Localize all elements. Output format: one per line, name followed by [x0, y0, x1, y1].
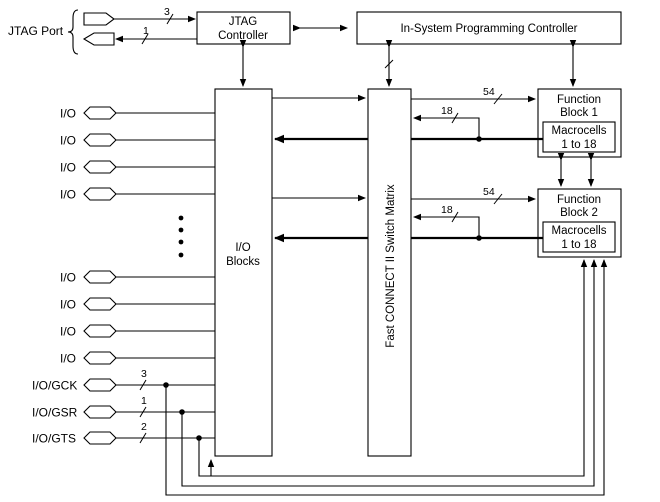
- fb2-feedback-tick: [451, 211, 459, 223]
- ellipsis-dots: [178, 215, 184, 258]
- jtag-output-bus-width: 1: [143, 25, 149, 37]
- switch-matrix-label: Fast CONNECT II Switch Matrix: [385, 184, 397, 348]
- fb1-feedback-bus: [413, 114, 480, 139]
- global-pin-gsr: I/O/GSR 1: [32, 395, 215, 420]
- switch-to-fb1-width: 54: [483, 86, 495, 98]
- io-blocks-block: I/O Blocks: [214, 88, 273, 457]
- jtag-input-pin: [83, 12, 115, 26]
- jtag-port-group: JTAG Port 3 1: [8, 6, 197, 55]
- isp-switch-link-tick: [384, 59, 394, 69]
- io-pin: I/O: [60, 187, 215, 202]
- switch-to-fb2-tick: [493, 193, 503, 205]
- io-pin-label: I/O: [60, 352, 76, 366]
- fb1-feedback-width: 18: [441, 105, 453, 117]
- fb2-macrocells-label-1: Macrocells: [552, 225, 607, 237]
- io-pin: I/O: [60, 351, 215, 366]
- jtag-output-bus-tick: [141, 33, 149, 45]
- global-routing: [163, 259, 608, 496]
- gsr-to-fb-route: [181, 259, 598, 487]
- isp-controller-label: In-System Programming Controller: [400, 23, 577, 35]
- isp-controller-block: In-System Programming Controller: [356, 11, 622, 45]
- io-pin-label: I/O: [60, 134, 76, 148]
- fb1-label-2: Block 1: [560, 107, 598, 119]
- gts-bus-width: 2: [141, 421, 147, 433]
- io-pin: I/O: [60, 160, 215, 175]
- io-pin: I/O: [60, 297, 215, 312]
- global-pin-gck: I/O/GCK 3: [32, 368, 215, 393]
- fb1-macrocells-label-1: Macrocells: [552, 125, 607, 137]
- jtag-input-bus-tick: [166, 13, 174, 25]
- switch-matrix-block: Fast CONNECT II Switch Matrix: [367, 88, 412, 457]
- gck-to-fb-route: [165, 259, 608, 496]
- jtag-controller-block: JTAG Controller: [196, 11, 291, 45]
- io-pin-label: I/O: [60, 188, 76, 202]
- fb2-macrocells-box: [542, 221, 616, 253]
- gts-pin-label: I/O/GTS: [32, 432, 76, 446]
- fb2-feedback-bus: [413, 213, 480, 238]
- gck-bus-width: 3: [141, 368, 147, 380]
- jtag-controller-label-2: Controller: [218, 30, 268, 42]
- io-pin-label: I/O: [60, 161, 76, 175]
- fb2-macrocells-label-2: 1 to 18: [561, 239, 596, 251]
- io-pin-label: I/O: [60, 325, 76, 339]
- fb2-label-1: Function: [557, 194, 601, 206]
- io-pins-upper: I/O I/O I/O I/O: [60, 106, 215, 202]
- global-pin-gts: I/O/GTS 2: [32, 421, 215, 446]
- io-blocks-label-2: Blocks: [226, 256, 260, 268]
- fb1-macrocells-label-2: 1 to 18: [561, 139, 596, 151]
- io-pin-label: I/O: [60, 298, 76, 312]
- io-pin: I/O: [60, 106, 215, 121]
- gts-to-io-route: [198, 438, 215, 477]
- jtag-output-pin: [82, 32, 115, 46]
- fb2-label-2: Block 2: [560, 207, 598, 219]
- jtag-port-brace: [67, 9, 79, 55]
- io-pin-label: I/O: [60, 107, 76, 121]
- gsr-bus-width: 1: [141, 395, 147, 407]
- io-blocks-label-1: I/O: [235, 242, 250, 254]
- switch-to-fb1-tick: [493, 93, 503, 105]
- fb1-macrocells-box: [542, 121, 616, 153]
- jtag-input-bus-width: 3: [164, 6, 170, 18]
- io-pin: I/O: [60, 324, 215, 339]
- jtag-port-label: JTAG Port: [8, 24, 64, 38]
- io-pin-label: I/O: [60, 271, 76, 285]
- fb2-feedback-width: 18: [441, 204, 453, 216]
- function-block-2: Function Block 2 Macrocells 1 to 18: [537, 188, 622, 258]
- jtag-controller-label-1: JTAG: [229, 16, 258, 28]
- fb1-label-1: Function: [557, 94, 601, 106]
- gsr-pin-label: I/O/GSR: [32, 406, 78, 420]
- fb1-feedback-tick: [451, 112, 459, 124]
- function-block-1: Function Block 1 Macrocells 1 to 18: [537, 88, 622, 158]
- io-pin: I/O: [60, 133, 215, 148]
- io-pins-lower: I/O I/O I/O I/O: [60, 270, 215, 366]
- switch-to-fb2-width: 54: [483, 186, 495, 198]
- gck-pin-label: I/O/GCK: [32, 379, 77, 393]
- io-pin: I/O: [60, 270, 215, 285]
- gts-to-fb-route: [199, 259, 588, 477]
